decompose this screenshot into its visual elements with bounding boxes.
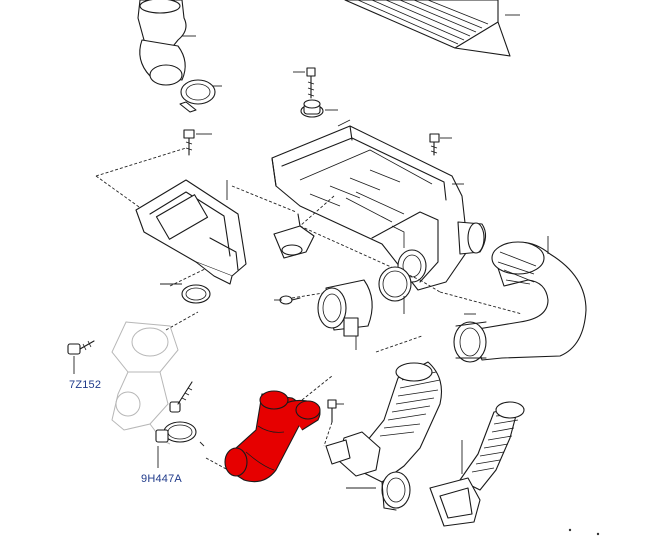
mass-air-flow-sensor [317, 279, 373, 350]
clamp-ring-small [160, 283, 211, 304]
bolt-lower-left [169, 381, 193, 413]
o-ring-seal [378, 266, 412, 314]
engine-manifold-outline [111, 321, 179, 445]
sensor-connector [273, 213, 315, 259]
bolt-bracket [327, 399, 344, 423]
long-intake-duct [453, 236, 587, 363]
part-label-7z152: 7Z152 [69, 379, 102, 391]
diagram-dots [568, 528, 600, 536]
upper-intake-hose [137, 0, 222, 113]
bolt-7z152 [67, 340, 95, 374]
corrugated-inlet-hose [429, 401, 525, 527]
grommet [300, 99, 338, 118]
small-screw [274, 295, 301, 305]
bolt-upper-center [293, 67, 316, 99]
part-label-9h447a: 9H447A [141, 473, 182, 485]
highlighted-intake-hose [224, 390, 321, 483]
hose-clamp-9h447a [155, 421, 197, 468]
bolt-left [183, 129, 212, 156]
corrugated-resonator-duct [325, 361, 443, 511]
small-tick [199, 441, 205, 447]
air-filter-element [344, 0, 520, 57]
airbox-lower-section [135, 179, 247, 285]
air-filter-housing [271, 119, 487, 291]
bolt-right [429, 133, 452, 156]
